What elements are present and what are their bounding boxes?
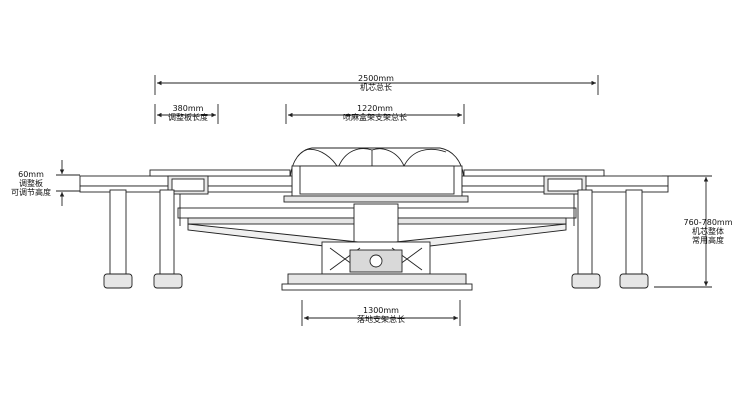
- dim-2500-value: 2500mm: [358, 74, 394, 83]
- dim-380-label: 380mm 调整板长度: [158, 104, 218, 122]
- dim-2500-label: 2500mm 机芯总长: [346, 74, 406, 92]
- dim-1220-line: [285, 104, 465, 124]
- dim-380-line: [154, 104, 219, 124]
- machine-body: [79, 147, 669, 291]
- dim-2500-text: 机芯总长: [360, 83, 392, 92]
- leg-right-inner: [577, 189, 593, 275]
- dim-overall-height-label: 760-780mm 机芯整体 常用高度: [678, 218, 738, 245]
- leg-right-outer: [625, 189, 643, 275]
- dim-380-text: 调整板长度: [168, 113, 208, 122]
- dim-60-text-2: 可调节高度: [11, 188, 51, 197]
- dim-overall-height-text-2: 常用高度: [692, 236, 724, 245]
- dim-60-value: 60mm: [18, 170, 44, 179]
- dim-overall-height-value: 760-780mm: [683, 218, 733, 227]
- dim-60-label: 60mm 调整板 可调节高度: [2, 170, 60, 197]
- dim-60-text-1: 调整板: [19, 179, 43, 188]
- dim-1300-line: [301, 300, 461, 326]
- dim-1300-text: 落地支架总长: [357, 315, 405, 324]
- dim-1300-value: 1300mm: [363, 306, 399, 315]
- leg-left-outer: [109, 189, 127, 275]
- dim-1300-label: 1300mm 落地支架总长: [346, 306, 416, 324]
- dim-overall-height-text-1: 机芯整体: [692, 227, 724, 236]
- dim-2500-line: [154, 75, 599, 95]
- dim-overall-height-line: [654, 175, 712, 288]
- dim-380-value: 380mm: [172, 104, 204, 113]
- dim-1220-text: 喷麻盒架支架总长: [343, 113, 407, 122]
- dim-1220-label: 1220mm 喷麻盒架支架总长: [335, 104, 415, 122]
- dim-1220-value: 1220mm: [357, 104, 393, 113]
- center-hub: [353, 203, 399, 243]
- leg-left-inner: [159, 189, 175, 275]
- dim-60-line: [56, 160, 80, 206]
